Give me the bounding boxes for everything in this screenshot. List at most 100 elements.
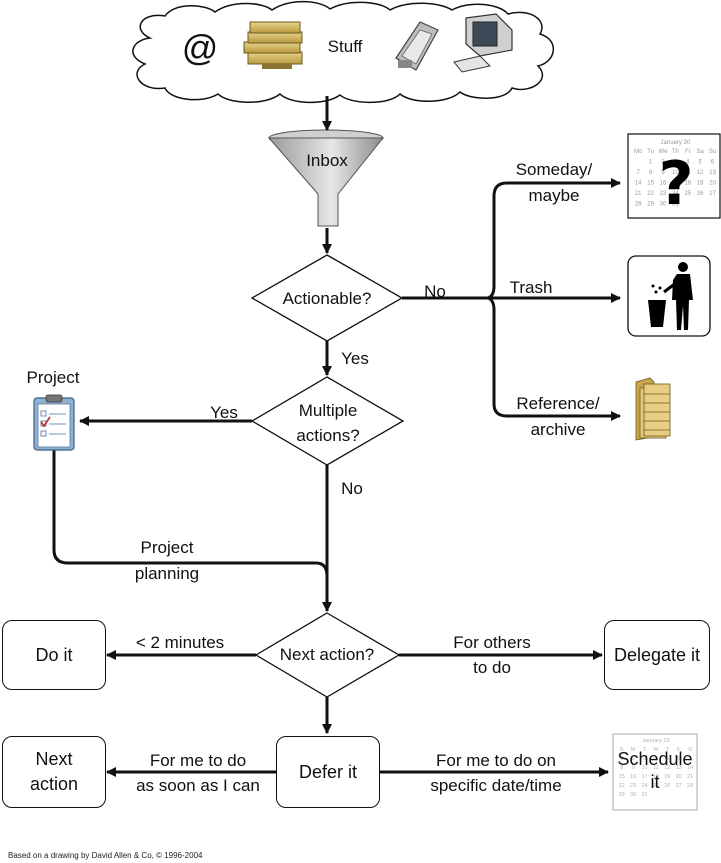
asap-line1: For me to do xyxy=(149,751,247,770)
someday-calendar-date: 7 xyxy=(637,170,641,176)
schedule-calendar-day: S xyxy=(620,747,624,753)
someday-calendar-date: 30 xyxy=(660,202,667,208)
schedule-calendar-date: 17 xyxy=(641,774,647,780)
phone-icon xyxy=(395,21,439,71)
someday-calendar-date: 29 xyxy=(647,202,654,208)
schedule-calendar-date: 31 xyxy=(641,792,647,798)
actionable-question: Actionable? xyxy=(282,289,372,308)
schedule-line2: it xyxy=(650,772,660,792)
schedule-calendar-date: 4 xyxy=(654,756,657,762)
someday-calendar-date: 9 xyxy=(661,170,665,176)
schedule-calendar-date: 14 xyxy=(687,765,693,771)
someday-calendar-date: 6 xyxy=(711,160,715,166)
schedule-calendar-date: 16 xyxy=(630,774,636,780)
schedule-calendar-date: 5 xyxy=(666,756,669,762)
someday-calendar-day: Th xyxy=(672,149,679,155)
inbox-funnel xyxy=(267,129,385,227)
someday-calendar-date: 16 xyxy=(660,181,667,187)
someday-calendar-date: 25 xyxy=(684,191,691,197)
schedule-calendar-date: 30 xyxy=(630,792,636,798)
next-action-line1: Next xyxy=(35,749,73,769)
schedule-calendar-date: 18 xyxy=(653,774,659,780)
someday-calendar-month: January 30 xyxy=(661,140,691,146)
others-line1: For others xyxy=(453,633,531,652)
planning-line1: Project xyxy=(140,538,194,557)
schedule-calendar-date: 15 xyxy=(619,774,625,780)
schedule-calendar-date: 28 xyxy=(687,783,693,789)
someday-calendar-date: 10 xyxy=(672,170,679,176)
someday-calendar-day: Su xyxy=(709,149,716,155)
schedule-calendar-date: 24 xyxy=(641,783,647,789)
connectors xyxy=(52,96,621,777)
next-action-question: Next action? xyxy=(279,645,375,664)
someday-calendar-date: 22 xyxy=(647,191,654,197)
reference-line2: archive xyxy=(530,420,586,439)
schedule-calendar-date: 27 xyxy=(676,783,682,789)
someday-calendar-date: 5 xyxy=(699,160,703,166)
someday-calendar-day: Tu xyxy=(647,149,654,155)
schedule-calendar-day: T xyxy=(643,747,647,753)
trash-label: Trash xyxy=(509,278,553,297)
date-line1: For me to do on xyxy=(435,751,556,770)
lt2-minutes-label: < 2 minutes xyxy=(135,633,225,652)
someday-calendar-date: 15 xyxy=(647,181,654,187)
someday-calendar-date: 11 xyxy=(685,170,692,176)
someday-calendar-day: Mo xyxy=(634,149,643,155)
delegate-it-box: Delegate it xyxy=(604,620,710,690)
schedule-calendar-date: 1 xyxy=(620,756,623,762)
at-symbol-icon: @ xyxy=(181,27,219,68)
do-it-box: Do it xyxy=(2,620,106,690)
defer-it-box: Defer it xyxy=(276,736,380,808)
delegate-it-label: Delegate it xyxy=(613,644,701,665)
clipboard-checklist-icon xyxy=(33,394,75,451)
schedule-calendar-date: 8 xyxy=(620,765,623,771)
schedule-calendar-date: 6 xyxy=(677,756,680,762)
others-line2: to do xyxy=(473,658,511,677)
schedule-calendar-date: 2 xyxy=(632,756,635,762)
schedule-calendar-date: 22 xyxy=(619,783,625,789)
schedule-calendar-date: 11 xyxy=(653,765,659,771)
someday-calendar-date: 28 xyxy=(635,202,642,208)
schedule-calendar-date: 25 xyxy=(653,783,659,789)
schedule-calendar-date: 12 xyxy=(664,765,670,771)
schedule-calendar-date: 3 xyxy=(643,756,646,762)
schedule-calendar-day: F xyxy=(677,747,681,753)
someday-calendar-date: 2 xyxy=(661,160,665,166)
computer-icon xyxy=(453,13,513,73)
schedule-calendar-day: W xyxy=(653,747,659,753)
schedule-calendar-date: 20 xyxy=(676,774,682,780)
someday-calendar-date: 20 xyxy=(709,181,716,187)
defer-it-label: Defer it xyxy=(298,761,358,782)
schedule-calendar-date: 19 xyxy=(664,774,670,780)
someday-calendar-date: 13 xyxy=(709,170,716,176)
schedule-calendar-date: 7 xyxy=(689,756,692,762)
planning-line2: planning xyxy=(134,564,200,583)
trash-person-icon xyxy=(627,255,711,337)
question-mark-icon: ? xyxy=(659,149,694,219)
someday-calendar-date: 21 xyxy=(635,191,642,197)
someday-calendar-date: 1 xyxy=(649,160,653,166)
next-action-line2: action xyxy=(29,774,79,794)
schedule-calendar-day: M xyxy=(631,747,636,753)
someday-calendar-date: 24 xyxy=(672,191,679,197)
inbox-label: Inbox xyxy=(306,151,348,170)
stuff-cloud xyxy=(132,0,554,104)
schedule-calendar-day: S xyxy=(688,747,692,753)
someday-calendar-date: 23 xyxy=(660,191,667,197)
someday-calendar-date: 26 xyxy=(697,191,704,197)
someday-calendar-date: 18 xyxy=(684,181,691,187)
schedule-calendar-date: 29 xyxy=(619,792,625,798)
multiple-line2: actions? xyxy=(296,426,360,445)
do-it-label: Do it xyxy=(35,644,73,665)
someday-line2: maybe xyxy=(528,186,580,205)
someday-calendar-day: Sa xyxy=(697,149,705,155)
someday-calendar-date: 17 xyxy=(672,181,679,187)
schedule-line1: Schedule xyxy=(617,749,693,769)
someday-calendar-day: We xyxy=(659,149,669,155)
file-folders-icon xyxy=(635,377,671,441)
someday-calendar-date: 8 xyxy=(649,170,653,176)
multiple-yes-label: Yes xyxy=(210,403,238,422)
project-label: Project xyxy=(26,368,80,387)
